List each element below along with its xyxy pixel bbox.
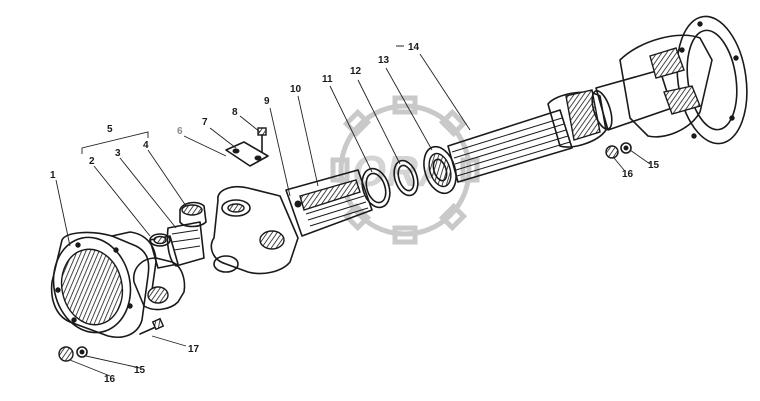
label-6: 6	[177, 126, 183, 137]
label-14: 14	[408, 42, 420, 53]
label-9: 9	[264, 96, 270, 107]
label-10: 10	[290, 84, 302, 95]
label-4: 4	[143, 140, 149, 151]
ring-part-12	[393, 159, 419, 197]
washer-part-15-left	[76, 346, 88, 358]
label-15-right: 15	[648, 160, 660, 171]
nut-part-16-right	[605, 145, 619, 159]
label-16-right: 16	[622, 169, 634, 180]
fitting-part-3	[166, 221, 205, 267]
label-15-left: 15	[134, 365, 146, 376]
label-5: 5	[107, 124, 113, 135]
callout-labels: 1 2 3 4 5 6 7 8 9 10 11 12 13 14 15 16 1…	[50, 42, 660, 385]
label-2: 2	[89, 156, 95, 167]
washer-part-15-right	[620, 142, 632, 154]
label-3: 3	[115, 148, 121, 159]
bearing-ring-part-13	[423, 145, 457, 195]
label-1: 1	[50, 170, 56, 181]
nut-part-16-left	[58, 346, 74, 362]
elbow-joint-part-2	[132, 233, 186, 311]
label-12: 12	[350, 66, 362, 77]
label-8: 8	[232, 107, 238, 118]
plate-part-7	[225, 141, 269, 167]
cap-part-4	[179, 201, 207, 228]
shaft-sleeve-part-10	[285, 169, 373, 237]
bolt-part-8	[257, 127, 267, 153]
bracket-group-5	[81, 131, 149, 154]
flange-housing-right	[619, 15, 748, 145]
label-11: 11	[322, 74, 333, 85]
leader-lines	[55, 45, 651, 377]
ring-part-11	[361, 167, 391, 209]
label-16-left: 16	[104, 374, 116, 385]
label-7: 7	[202, 117, 208, 128]
label-17: 17	[188, 344, 200, 355]
bolt-part-17	[139, 317, 165, 335]
label-13: 13	[378, 55, 390, 66]
flange-housing-part-1	[50, 231, 157, 338]
yoke-part-9	[210, 185, 299, 275]
